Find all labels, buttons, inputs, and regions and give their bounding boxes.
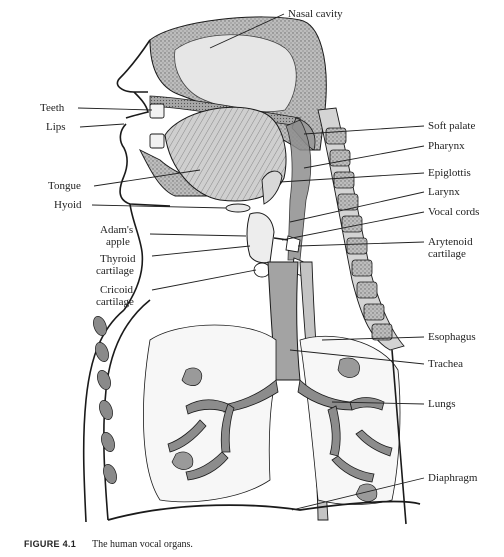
caption-prefix: FIGURE 4.1 bbox=[24, 539, 76, 549]
label-adams-apple-line1: Adam's bbox=[100, 224, 133, 236]
label-pharynx: Pharynx bbox=[428, 140, 465, 152]
label-cricoid-line1: Cricoid bbox=[100, 284, 133, 296]
label-larynx: Larynx bbox=[428, 186, 460, 198]
label-epiglottis: Epiglottis bbox=[428, 167, 471, 179]
label-lungs: Lungs bbox=[428, 398, 456, 410]
upper-teeth bbox=[150, 104, 164, 118]
label-lips: Lips bbox=[46, 121, 66, 133]
label-adams-apple-line2: apple bbox=[106, 236, 130, 248]
thyroid-cartilage-shape bbox=[247, 213, 274, 263]
label-diaphragm: Diaphragm bbox=[428, 472, 478, 484]
lower-teeth bbox=[150, 134, 164, 148]
label-trachea: Trachea bbox=[428, 358, 463, 370]
rib-segment bbox=[99, 431, 117, 454]
label-nasal-cavity: Nasal cavity bbox=[288, 8, 343, 20]
vertebra bbox=[364, 304, 384, 320]
epiglottis-shape bbox=[262, 171, 282, 204]
spine bbox=[318, 108, 404, 350]
label-cricoid-line2: cartilage bbox=[96, 296, 134, 308]
vertebra bbox=[352, 260, 372, 276]
nose-outline bbox=[117, 40, 150, 92]
figure-caption: FIGURE 4.1 The human vocal organs. bbox=[24, 539, 193, 550]
cricoid-cartilage-shape bbox=[254, 263, 270, 277]
thorax bbox=[84, 300, 420, 524]
upper-lip bbox=[126, 92, 148, 118]
label-vocal-cords: Vocal cords bbox=[428, 206, 479, 218]
label-soft-palate: Soft palate bbox=[428, 120, 475, 132]
vertebra bbox=[347, 238, 367, 254]
rib-segment bbox=[101, 463, 119, 486]
label-arytenoid-line2: cartilage bbox=[428, 248, 466, 260]
vertebra bbox=[330, 150, 350, 166]
label-thyroid-line2: cartilage bbox=[96, 265, 134, 277]
label-hyoid: Hyoid bbox=[54, 199, 82, 211]
lung-cavity bbox=[143, 325, 276, 502]
rib-segment bbox=[91, 315, 109, 338]
vertebra bbox=[342, 216, 362, 232]
vertebra bbox=[326, 128, 346, 144]
vertebra bbox=[357, 282, 377, 298]
diaphragm-shape bbox=[108, 502, 420, 520]
label-tongue: Tongue bbox=[48, 180, 81, 192]
caption-text: The human vocal organs. bbox=[92, 539, 193, 550]
vertebra bbox=[334, 172, 354, 188]
label-thyroid-line1: Thyroid bbox=[100, 253, 136, 265]
label-esophagus: Esophagus bbox=[428, 331, 476, 343]
hyoid-bone bbox=[226, 204, 250, 212]
label-teeth: Teeth bbox=[40, 102, 65, 114]
rib-segment bbox=[95, 369, 113, 392]
rib-segment bbox=[97, 399, 115, 422]
label-arytenoid-line1: Arytenoid bbox=[428, 236, 473, 248]
rib-segment bbox=[93, 341, 111, 364]
